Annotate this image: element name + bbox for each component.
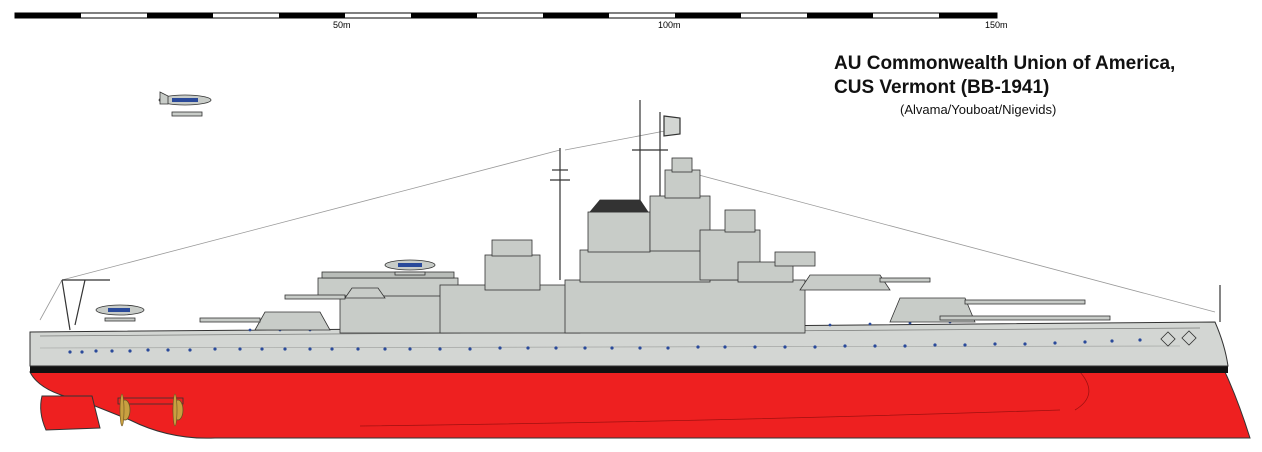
scale-label-150m: 150m [985, 20, 1008, 30]
superstructure [199, 157, 1111, 334]
propeller-icon [172, 393, 184, 427]
title-nation: AU Commonwealth Union of America, [834, 53, 1176, 74]
anchor-icon [1160, 330, 1197, 347]
floatplane-icon [158, 91, 212, 117]
aircraft-crane [61, 279, 110, 331]
floatplane-icon [384, 259, 436, 276]
rudder-and-propellers [40, 393, 184, 431]
rigging-wires [39, 129, 1216, 321]
lower-hull [29, 371, 1251, 439]
mast-forward [632, 100, 681, 200]
upper-hull [29, 321, 1229, 367]
porthole-row [68, 320, 1142, 354]
scale-bar [14, 12, 998, 19]
title-ship-name: CUS Vermont (BB-1941) [834, 77, 1050, 98]
scale-label-100m: 100m [658, 20, 681, 30]
floatplane-icon [95, 304, 145, 322]
mast-aft [550, 148, 570, 280]
credits: (Alvama/Youboat/Nigevids) [900, 102, 1057, 117]
propeller-icon [119, 393, 131, 427]
scale-label-50m: 50m [333, 20, 351, 30]
boot-topping-band [30, 366, 1228, 373]
title-block: AU Commonwealth Union of America, CUS Ve… [834, 52, 1175, 100]
